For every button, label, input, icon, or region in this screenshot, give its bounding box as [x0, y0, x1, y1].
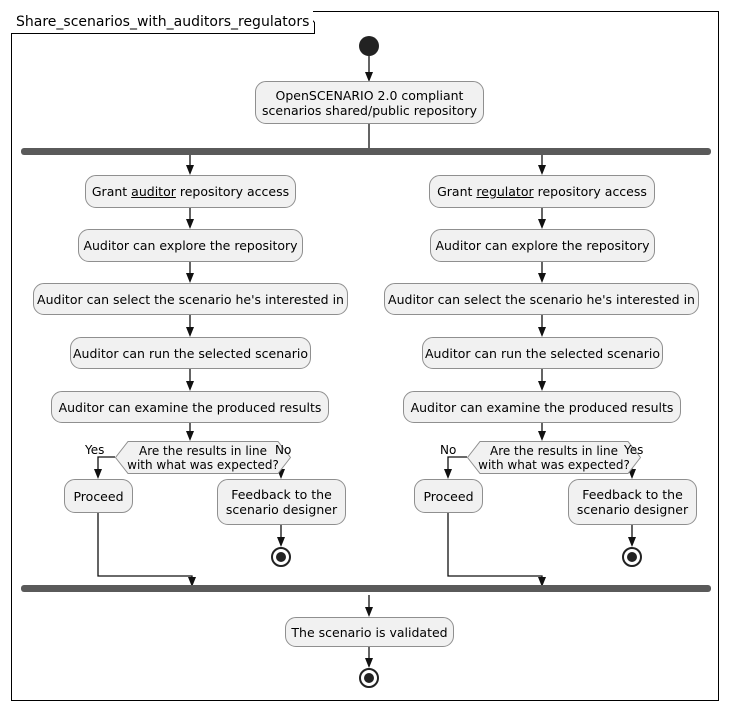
decision-line-1: Are the results in line — [138, 443, 267, 458]
activity-label: Auditor can run the selected scenario — [424, 345, 661, 361]
decision-line-2: with what was expected? — [478, 457, 630, 472]
activity-regulator-feedback[interactable]: Feedback to the scenario designer — [568, 479, 697, 525]
activity-label: Auditor can select the scenario he's int… — [37, 291, 344, 307]
activity-label: Auditor can examine the produced results — [58, 399, 322, 415]
start-node — [359, 36, 379, 56]
guard-auditor-right: No — [275, 443, 292, 457]
frame-title-label: Share_scenarios_with_auditors_regulators — [16, 14, 310, 30]
decision-line-2: with what was expected? — [127, 457, 279, 472]
end-node-regulator-feedback — [622, 547, 642, 567]
diagram-frame — [11, 11, 719, 701]
activity-line-2: scenario designer — [576, 502, 689, 517]
join-bar — [21, 585, 711, 592]
activity-auditor-proceed[interactable]: Proceed — [64, 479, 133, 513]
activity-regulator-select-scenario[interactable]: Auditor can select the scenario he's int… — [384, 283, 699, 315]
activity-line-1: Feedback to the — [582, 487, 683, 502]
activity-initial-repository[interactable]: OpenSCENARIO 2.0 compliant scenarios sha… — [255, 81, 484, 124]
guard-regulator-right: Yes — [624, 443, 644, 457]
activity-auditor-run-scenario[interactable]: Auditor can run the selected scenario — [70, 337, 311, 369]
activity-auditor-select-scenario[interactable]: Auditor can select the scenario he's int… — [33, 283, 348, 315]
decision-line-1: Are the results in line — [489, 443, 618, 458]
activity-regulator-explore-repository[interactable]: Auditor can explore the repository — [430, 229, 655, 262]
activity-regulator-proceed[interactable]: Proceed — [414, 479, 483, 513]
activity-label: Grant auditor repository access — [91, 184, 290, 199]
activity-auditor-examine-results[interactable]: Auditor can examine the produced results — [51, 391, 329, 423]
guard-regulator-left: No — [440, 443, 457, 457]
decision-regulator-results-in-line[interactable]: Are the results in line with what was ex… — [467, 441, 641, 474]
activity-label: Auditor can run the selected scenario — [72, 345, 309, 361]
activity-label: Auditor can examine the produced results — [410, 399, 674, 415]
fork-bar — [21, 148, 711, 155]
activity-label: Proceed — [73, 488, 124, 504]
guard-auditor-left: Yes — [85, 443, 105, 457]
activity-label: The scenario is validated — [291, 624, 448, 640]
activity-label: Auditor can explore the repository — [83, 238, 298, 253]
frame-title: Share_scenarios_with_auditors_regulators — [11, 11, 314, 33]
end-node-final — [359, 668, 379, 688]
activity-auditor-feedback[interactable]: Feedback to the scenario designer — [217, 479, 346, 525]
activity-label: Auditor can explore the repository — [435, 238, 650, 253]
activity-label: Proceed — [423, 488, 474, 504]
activity-regulator-examine-results[interactable]: Auditor can examine the produced results — [403, 391, 681, 423]
activity-auditor-explore-repository[interactable]: Auditor can explore the repository — [78, 229, 303, 262]
activity-line-1: OpenSCENARIO 2.0 compliant — [275, 87, 464, 103]
activity-scenario-validated[interactable]: The scenario is validated — [285, 617, 454, 647]
activity-label: Auditor can select the scenario he's int… — [388, 291, 695, 307]
activity-line-1: Feedback to the — [231, 487, 332, 502]
emphasis-auditor: auditor — [131, 184, 176, 199]
end-node-auditor-feedback — [271, 547, 291, 567]
activity-auditor-grant-access[interactable]: Grant auditor repository access — [85, 175, 296, 208]
activity-label: Grant regulator repository access — [437, 184, 647, 199]
emphasis-regulator: regulator — [476, 184, 534, 199]
activity-line-2: scenarios shared/public repository — [262, 102, 477, 118]
activity-regulator-grant-access[interactable]: Grant regulator repository access — [429, 175, 655, 208]
activity-line-2: scenario designer — [225, 502, 338, 517]
decision-auditor-results-in-line[interactable]: Are the results in line with what was ex… — [115, 441, 291, 474]
activity-regulator-run-scenario[interactable]: Auditor can run the selected scenario — [422, 337, 663, 369]
